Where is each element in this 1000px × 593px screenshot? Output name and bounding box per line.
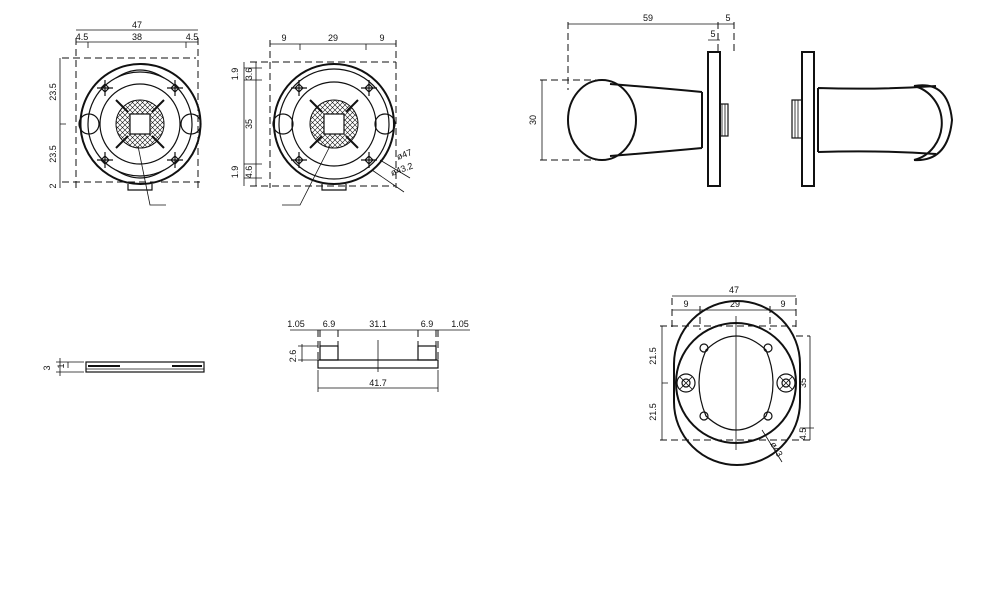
dim-detail-height: 35 [244,119,254,129]
detail-boss-circle [291,81,377,167]
dim-profile-left-tab: 6.9 [323,319,336,329]
back-right-hole [776,373,796,393]
bottom-lobe [115,169,165,179]
mirror-rose-plate [801,51,815,187]
dim-inner-width: 38 [132,32,142,42]
bottom-tab [127,184,153,191]
back-left-hole [676,373,696,393]
dim-detail-right: 9 [379,33,384,43]
dim-detail-top-gap: 1.9 [230,68,240,81]
fixing-tr [167,80,183,96]
mirror-spindle-stub [791,99,803,139]
dim-edge-thickness: 3 [42,365,52,370]
fixing-tl [97,80,113,96]
edge-plate [85,361,205,373]
dim-lower-half: 23.5 [48,145,58,163]
dim-profile-right-edge: 1.05 [451,319,469,329]
back-plate-view: 47 9 29 9 21.5 21.5 35 4.5 ø43 [648,285,814,466]
dim-left-margin: 4.5 [76,32,89,42]
right-screw-hole [180,113,202,135]
rose-detail-view: 9 29 9 1.9 3.6 35 4.6 1.9 ø47 ø43.2 [230,33,414,206]
knob-head [567,79,637,161]
dim-detail-bottom-gap: 1.9 [230,166,240,179]
dim-back-left: 9 [683,299,688,309]
detail-rim-circle [278,68,390,180]
edge-view: 3 1 [42,358,205,376]
dim-detail-top-step: 3.6 [244,68,254,81]
dim-back-height: 35 [798,378,808,388]
dim-detail-center: 29 [328,33,338,43]
back-plate-outline [673,300,801,466]
dim-detail-outer-dia: ø47 [395,147,413,162]
top-lobe [115,69,165,79]
dim-profile-base-width: 41.7 [369,378,387,388]
knob-rose-plate [707,51,721,187]
fixing-br [167,152,183,168]
dim-profile-center: 31.1 [369,319,387,329]
rose-inner-circle [87,71,193,177]
dim-back-center: 29 [730,299,740,309]
dim-knob-height: 30 [528,115,538,125]
detail-right-hole [374,113,396,135]
profile-right-tab [417,345,437,361]
rose-outer-circle [79,63,202,185]
detail-outer-circle [273,63,395,185]
knob-spindle-stub [719,103,729,137]
dim-edge-step: 1 [56,363,66,368]
dim-back-bottom-offset: 4.5 [798,428,808,441]
dim-back-right: 9 [780,299,785,309]
square-spindle-hole [129,113,151,135]
dim-back-lower-half: 21.5 [648,403,658,421]
dim-profile-left-edge: 1.05 [287,319,305,329]
dim-knob-length: 59 [643,13,653,23]
dim-profile-tab-height: 2.6 [288,350,298,363]
detail-left-hole [272,113,294,135]
dim-back-overall-width: 47 [729,285,739,295]
mirror-knob-head [913,85,943,161]
dim-overall-width: 47 [132,20,142,30]
dim-upper-half: 23.5 [48,83,58,101]
profile-left-tab [319,345,339,361]
back-plate-cutout [698,335,774,431]
fixing-bl [97,152,113,168]
knob-shank [609,83,703,157]
side-knob-view: 59 5 5 30 [528,13,954,187]
dim-right-margin: 4.5 [186,32,199,42]
dim-detail-inner-dia: ø43.2 [389,161,414,178]
dim-bottom-offset: 2 [48,183,58,188]
mirror-shank [817,85,937,155]
left-screw-hole [78,113,100,135]
top-profile-view: 1.05 6.9 31.1 6.9 1.05 2.6 41.7 [287,319,470,392]
dim-detail-bottom-step: 4.6 [244,166,254,179]
dim-plate-thickness: 5 [710,29,715,39]
dim-plate-offset: 5 [725,13,730,23]
front-rose-view: 47 4.5 38 4.5 23.5 23.5 2 [48,20,202,206]
rose-boss-circle [99,83,181,165]
dim-detail-left: 9 [281,33,286,43]
dim-profile-right-tab: 6.9 [421,319,434,329]
detail-square-hole [323,113,345,135]
dim-back-upper-half: 21.5 [648,347,658,365]
